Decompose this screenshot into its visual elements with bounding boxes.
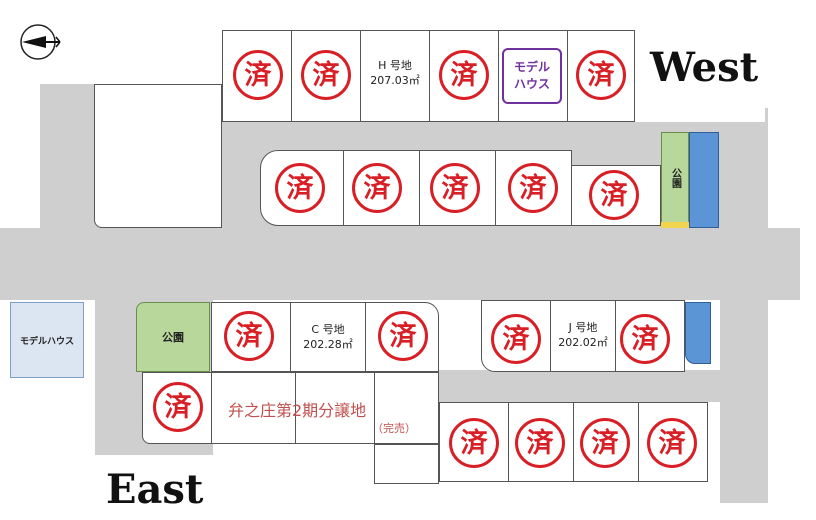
model-house-line1: モデル — [513, 60, 550, 74]
park-east-label: 公園 — [162, 331, 184, 344]
model-house-left-label: モデルハウス — [19, 336, 74, 347]
lot-j[interactable] — [550, 300, 616, 372]
sold-mark: 済 — [352, 163, 402, 213]
model-house-line2: ハウス — [513, 77, 550, 91]
lot-j-name: J 号地 — [568, 321, 598, 334]
sold-mark: 済 — [620, 314, 670, 364]
lot-top-right-strip — [635, 92, 765, 122]
sold-mark: 済 — [491, 314, 541, 364]
phase2-area — [211, 372, 439, 444]
phase2-divider — [374, 372, 375, 444]
compass-icon — [16, 22, 64, 62]
phase2-title: 弁之庄第2期分譲地 — [228, 401, 367, 420]
park-west-path — [661, 222, 689, 228]
lot-c-name: C 号地 — [311, 323, 345, 336]
east-heading: East — [106, 466, 204, 513]
lot-j-label: J 号地 202.02㎡ — [550, 320, 616, 350]
lot-c-area: 202.28㎡ — [303, 338, 353, 351]
sold-mark: 済 — [224, 311, 274, 361]
lot-h-label: H 号地 207.03㎡ — [360, 58, 430, 88]
sold-mark: 済 — [508, 163, 558, 213]
sold-mark: 済 — [275, 163, 325, 213]
park-west-label: 公園 — [669, 168, 681, 188]
lot-j-area: 202.02㎡ — [558, 336, 608, 349]
sold-mark: 済 — [153, 382, 203, 432]
sold-mark: 済 — [233, 50, 283, 100]
west-heading: West — [650, 44, 759, 91]
sold-mark: 済 — [589, 170, 639, 220]
lot-c-label: C 号地 202.28㎡ — [290, 322, 366, 352]
phase2-status: （完売） — [372, 422, 416, 435]
sold-mark: 済 — [301, 50, 351, 100]
waterway-east — [685, 302, 711, 364]
block-top-left — [94, 84, 222, 228]
road-east-horizontal — [420, 370, 720, 402]
road-right-vertical — [720, 108, 768, 503]
road-left-vertical — [40, 84, 95, 234]
waterway-west — [689, 132, 719, 228]
main-road-horizontal — [0, 228, 800, 300]
sold-mark: 済 — [515, 418, 565, 468]
sold-mark: 済 — [576, 50, 626, 100]
phase2-divider — [295, 372, 296, 444]
sold-mark: 済 — [647, 418, 697, 468]
sold-mark: 済 — [580, 418, 630, 468]
lot-h-area: 207.03㎡ — [370, 74, 420, 87]
park-east: 公園 — [136, 302, 210, 372]
phase2-lower — [374, 444, 439, 484]
sold-mark: 済 — [378, 311, 428, 361]
model-house-left[interactable]: モデルハウス — [10, 302, 84, 378]
park-west: 公園 — [661, 132, 689, 224]
lot-h[interactable] — [360, 30, 430, 122]
sold-mark: 済 — [439, 50, 489, 100]
sold-mark: 済 — [430, 163, 480, 213]
sold-mark: 済 — [449, 418, 499, 468]
model-house-top[interactable]: モデル ハウス — [502, 48, 562, 104]
lot-h-name: H 号地 — [378, 59, 412, 72]
lot-c[interactable] — [290, 302, 366, 372]
